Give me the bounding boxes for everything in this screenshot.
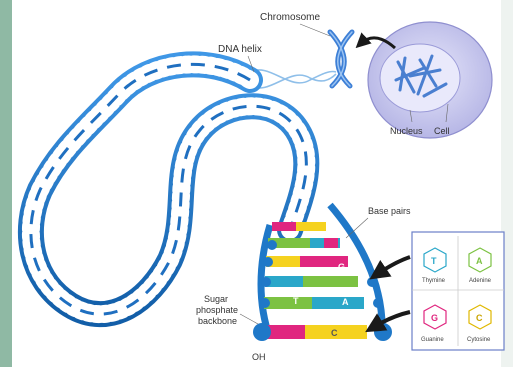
guanine-key-letter: G [431,313,438,323]
rung-letter-a: A [342,297,349,307]
key-arrow-top [376,257,410,275]
base-key-box: T Thymine A Adenine G Guanine C Cytosine [412,232,504,350]
cell-illustration [368,22,492,138]
cytosine-key-label: Cytosine [467,337,491,343]
rung-1 [272,222,326,231]
dna-ladder: G T A C [253,205,392,341]
base-pairs-label: Base pairs [368,206,411,216]
adenine-key-label: Adenine [469,278,492,284]
rung-4 [265,276,358,287]
left-side-band [0,0,12,367]
backbone-label-line2: phosphate [196,305,238,315]
nucleus-body [380,44,460,112]
guanine-key-label: Guanine [421,337,444,343]
rung-6 [265,325,367,339]
chromosome-illustration [330,32,352,86]
cell-label: Cell [434,126,450,136]
rung-letter-g: G [338,262,345,272]
dna-helix-label: DNA helix [218,44,262,55]
rung-letter-c: C [331,328,338,338]
thymine-key-letter: T [431,256,437,266]
nucleus-label: Nucleus [390,126,423,136]
rung-5 [264,297,364,309]
rung-2 [268,238,340,248]
oh-label: OH [252,352,266,362]
backbone-label-line1: Sugar [204,294,228,304]
chromosome-label: Chromosome [260,12,320,23]
backbone-label-line3: backbone [198,316,237,326]
rung-letter-t: T [293,296,299,306]
adenine-key-letter: A [476,256,483,266]
rung-3 [266,256,348,267]
thymine-key-label: Thymine [422,278,446,284]
key-arrow-bottom [372,312,410,328]
cytosine-key-letter: C [476,313,483,323]
